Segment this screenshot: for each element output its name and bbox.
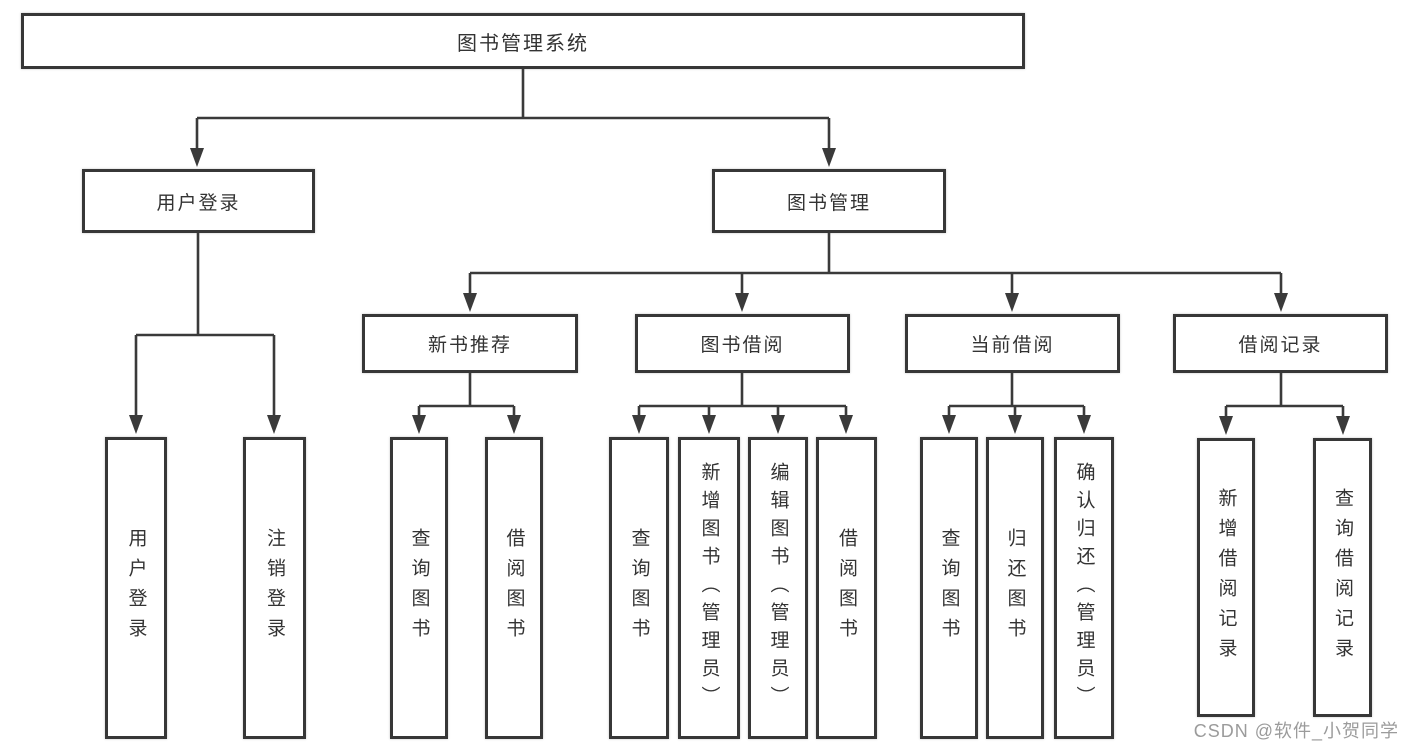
leaf-borrow-books: 借阅图书 [816, 437, 877, 739]
leaf-return-books: 归还图书 [986, 437, 1044, 739]
leaf-logout: 注销登录 [243, 437, 306, 739]
watermark: CSDN @软件_小贺同学 [1193, 721, 1399, 741]
leaf-user-login: 用户登录 [105, 437, 167, 739]
leaf-add-books-admin: 新增图书（管理员） [678, 437, 740, 739]
leaf-query-books-recommend: 查询图书 [390, 437, 448, 739]
node-user-login: 用户登录 [82, 169, 315, 233]
node-current-borrow: 当前借阅 [905, 314, 1120, 373]
leaf-query-borrow-record: 查询借阅记录 [1313, 438, 1372, 717]
node-borrow-records: 借阅记录 [1173, 314, 1388, 373]
leaf-add-borrow-record: 新增借阅记录 [1197, 438, 1255, 717]
leaf-query-books-current: 查询图书 [920, 437, 978, 739]
node-book-borrow: 图书借阅 [635, 314, 850, 373]
leaf-query-books-borrow: 查询图书 [609, 437, 669, 739]
node-new-book-recommend: 新书推荐 [362, 314, 578, 373]
leaf-borrow-books-recommend: 借阅图书 [485, 437, 543, 739]
leaf-confirm-return-admin: 确认归还（管理员） [1054, 437, 1114, 739]
node-library-management-system: 图书管理系统 [21, 13, 1025, 69]
node-book-management: 图书管理 [712, 169, 946, 233]
leaf-edit-books-admin: 编辑图书（管理员） [748, 437, 808, 739]
